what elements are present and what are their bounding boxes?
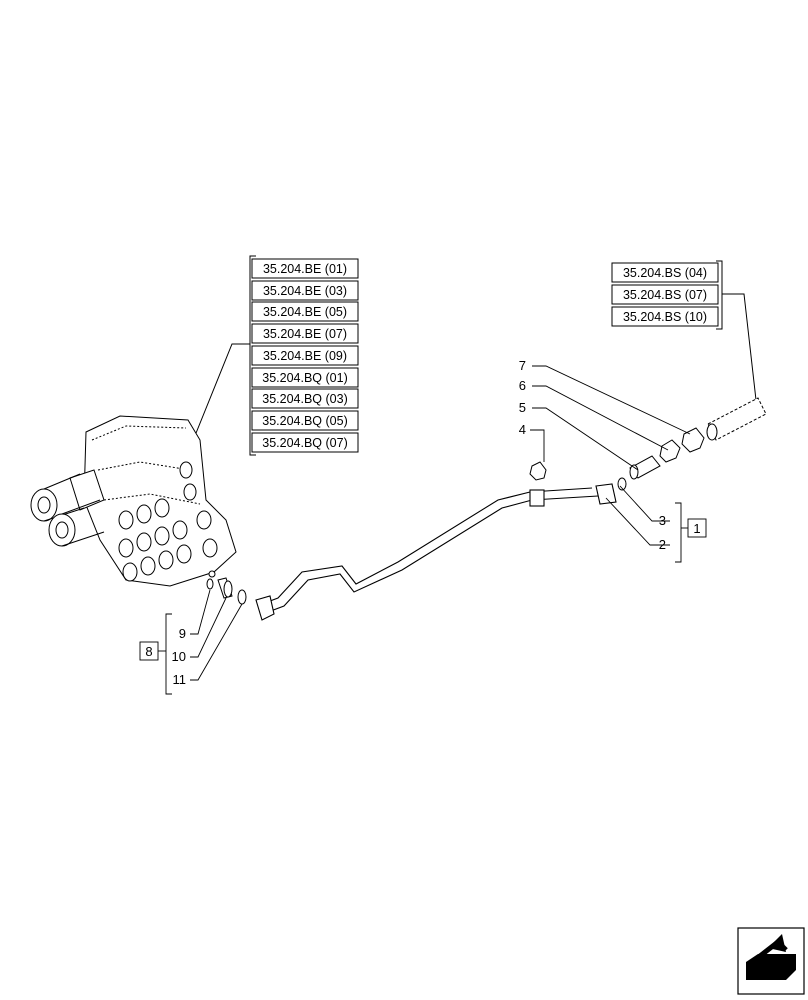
left-reference-group [189,255,359,456]
hydraulic-pipe [255,483,617,621]
callout-5: 5 [519,400,526,415]
ref-label-left-4: 35.204.BE (07) [263,327,347,341]
left-reference-labels: 35.204.BE (01) 35.204.BE (03) 35.204.BE … [262,262,347,450]
callout-1: 1 [693,521,700,536]
callout-9: 9 [179,626,186,641]
lower-left-fittings [206,577,247,605]
ref-label-right-3: 35.204.BS (10) [623,310,707,324]
callout-numbers: 1 2 3 4 5 6 7 8 9 10 11 [145,358,700,687]
callout-11: 11 [173,672,187,687]
callout-3: 3 [659,513,666,528]
right-reference-labels: 35.204.BS (04) 35.204.BS (07) 35.204.BS … [623,266,707,324]
ref-label-left-8: 35.204.BQ (05) [262,414,347,428]
ref-label-left-5: 35.204.BE (09) [263,349,347,363]
ref-box-right-2[interactable] [611,284,719,305]
o-ring-9 [206,578,214,590]
spool-columns [118,461,218,582]
right-reference-group [611,260,757,401]
callout-4: 4 [519,422,526,437]
ref-box-left-2[interactable] [251,280,359,301]
callout-box-8[interactable] [139,641,159,661]
ref-label-left-1: 35.204.BE (01) [263,262,347,276]
nut-6 [659,439,681,463]
ref-label-left-6: 35.204.BQ (01) [262,371,347,385]
control-valve-assembly [30,415,237,587]
ref-box-left-5[interactable] [251,345,359,366]
callout-7: 7 [519,358,526,373]
o-ring-3 [617,477,627,491]
ref-label-right-1: 35.204.BS (04) [623,266,707,280]
ref-label-left-7: 35.204.BQ (03) [262,392,347,406]
ref-label-right-2: 35.204.BS (07) [623,288,707,302]
callout-leaders [139,365,707,695]
callout-8: 8 [145,644,152,659]
ref-box-left-3[interactable] [251,301,359,322]
right-fittings [529,397,767,491]
hex-nut-4 [529,461,547,481]
ref-label-left-9: 35.204.BQ (07) [262,436,347,450]
ref-box-left-6[interactable] [251,367,359,388]
fitting-7 [681,427,705,453]
ref-label-left-2: 35.204.BE (03) [263,284,347,298]
ref-label-left-3: 35.204.BE (05) [263,305,347,319]
ref-box-left-8[interactable] [251,410,359,431]
callout-6: 6 [519,378,526,393]
ref-box-left-9[interactable] [251,432,359,453]
ref-box-left-7[interactable] [251,388,359,409]
next-page-arrow-icon[interactable] [737,927,805,995]
ref-box-left-4[interactable] [251,323,359,344]
o-ring-11 [237,589,247,605]
ref-box-left-1[interactable] [251,258,359,279]
callout-10: 10 [172,649,186,664]
ref-box-right-1[interactable] [611,262,719,283]
ref-box-right-3[interactable] [611,306,719,327]
callout-box-1[interactable] [687,518,707,538]
callout-2: 2 [659,537,666,552]
